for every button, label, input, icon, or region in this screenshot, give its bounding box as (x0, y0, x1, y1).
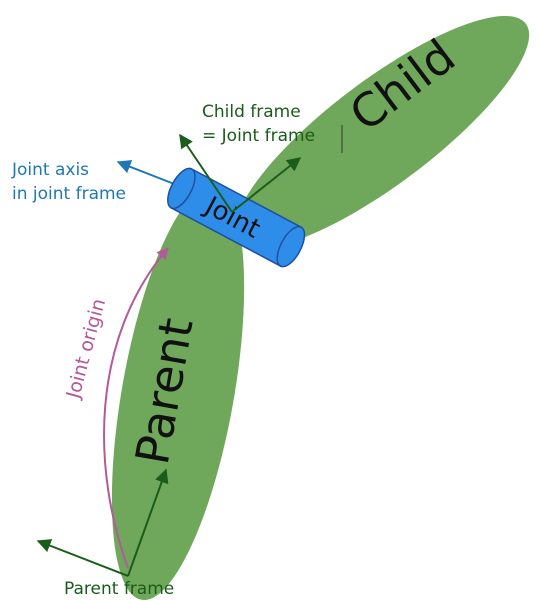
parent-frame-x-arrow (127, 468, 169, 577)
child-link-shape (234, 15, 530, 249)
joint-origin-label: Joint origin (62, 296, 110, 401)
child-frame-x-arrow (231, 157, 302, 213)
parent-frame-y-arrow (36, 539, 129, 577)
child-frame-label-line1: Child frame (202, 102, 301, 122)
joint-axis-label-line1: Joint axis (11, 160, 89, 180)
joint-axis-label-line2: in joint frame (12, 184, 126, 204)
parent-frame-label: Parent frame (64, 579, 174, 599)
child-frame-y-arrow (179, 133, 233, 213)
parent-link-shape (111, 185, 245, 601)
child-frame-label-line2: = Joint frame (202, 126, 315, 146)
joint-origin-arrow (103, 247, 169, 569)
joint-cylinder: Joint (167, 167, 306, 268)
